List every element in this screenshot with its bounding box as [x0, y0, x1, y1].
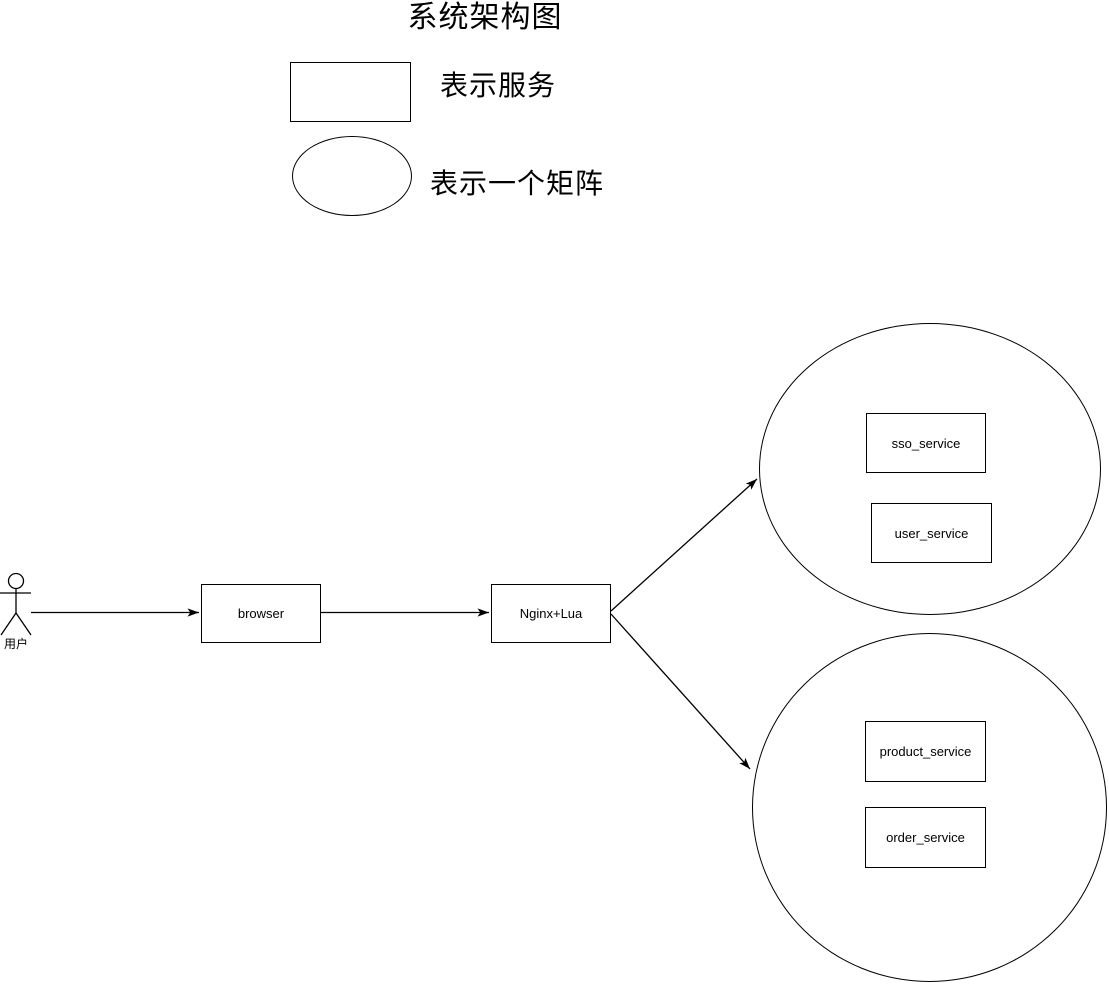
- cluster-ellipse-sso-user: [759, 323, 1101, 615]
- node-nginx-lua: Nginx+Lua: [491, 584, 611, 643]
- legend-matrix-label: 表示一个矩阵: [430, 168, 605, 199]
- stick-figure-icon: [0, 572, 32, 636]
- actor-label: 用户: [3, 637, 28, 651]
- legend-service-swatch: [290, 62, 411, 122]
- legend-service-label: 表示服务: [440, 70, 557, 101]
- cluster-ellipse-product-order: [752, 633, 1107, 982]
- node-sso-service: sso_service: [866, 413, 986, 473]
- diagram-title: 系统架构图: [407, 1, 563, 34]
- node-browser: browser: [201, 584, 321, 643]
- node-product-service: product_service: [865, 721, 986, 782]
- node-order-service: order_service: [865, 807, 986, 868]
- edge-nginx-to-product-order-cluster: [610, 613, 751, 770]
- edge-nginx-to-sso-user-cluster: [610, 478, 758, 612]
- node-user-service: user_service: [871, 503, 992, 563]
- legend-matrix-swatch: [292, 136, 412, 216]
